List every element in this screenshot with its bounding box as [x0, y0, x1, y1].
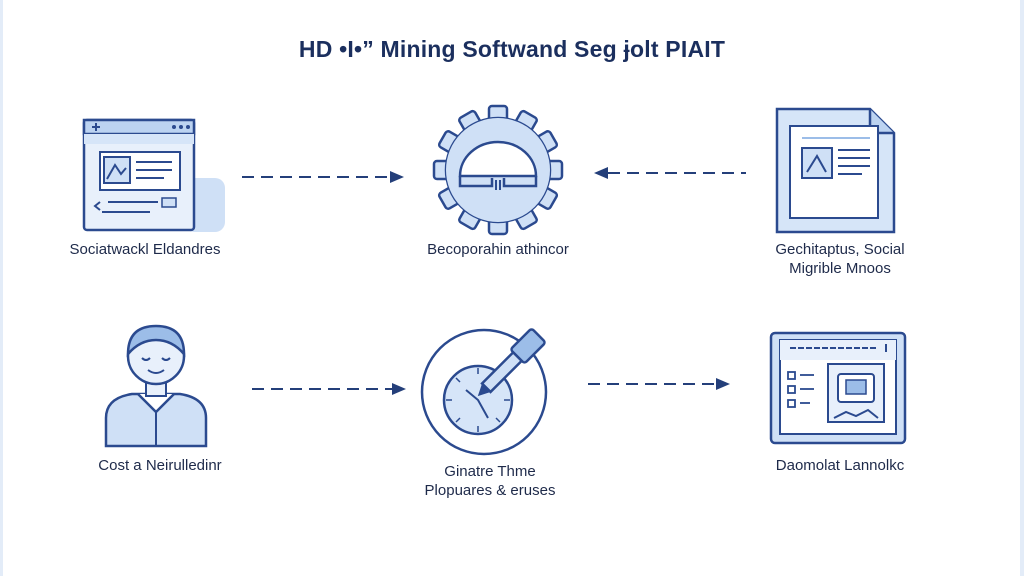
magnifier-tool-icon [420, 328, 548, 456]
arrow-right-bottom-right [588, 378, 730, 390]
node-label-bottom-right: Daomolat Lannolkc [775, 457, 905, 474]
node-label-bottom-center-1: Ginatre Thme [444, 463, 536, 480]
node-label-bottom-left: Cost a Neirulledinr [98, 457, 222, 474]
diagram-title: HD •I•” Mining Softwand Seg ɉolt PIAIT [298, 36, 726, 62]
arrow-right-top [242, 171, 404, 183]
node-label-top-left: Sociatwackl Eldandres [69, 241, 221, 258]
user-avatar-icon [104, 324, 208, 448]
document-icon [775, 107, 896, 234]
node-label-top-right-2: Migrible Mnoos [789, 260, 891, 277]
node-label-top-center: Becoporahin athincor [427, 241, 569, 258]
node-label-bottom-center-2: Plopuares & eruses [424, 482, 556, 499]
arrow-left-top [594, 167, 746, 179]
left-border [0, 0, 3, 576]
right-border [1020, 0, 1024, 576]
gear-icon [432, 104, 564, 236]
arrow-right-bottom-left [252, 383, 406, 395]
dashboard-window-icon [769, 331, 907, 445]
node-label-top-right-1: Gechitaptus, Social [775, 241, 905, 258]
browser-window-icon [82, 118, 225, 232]
